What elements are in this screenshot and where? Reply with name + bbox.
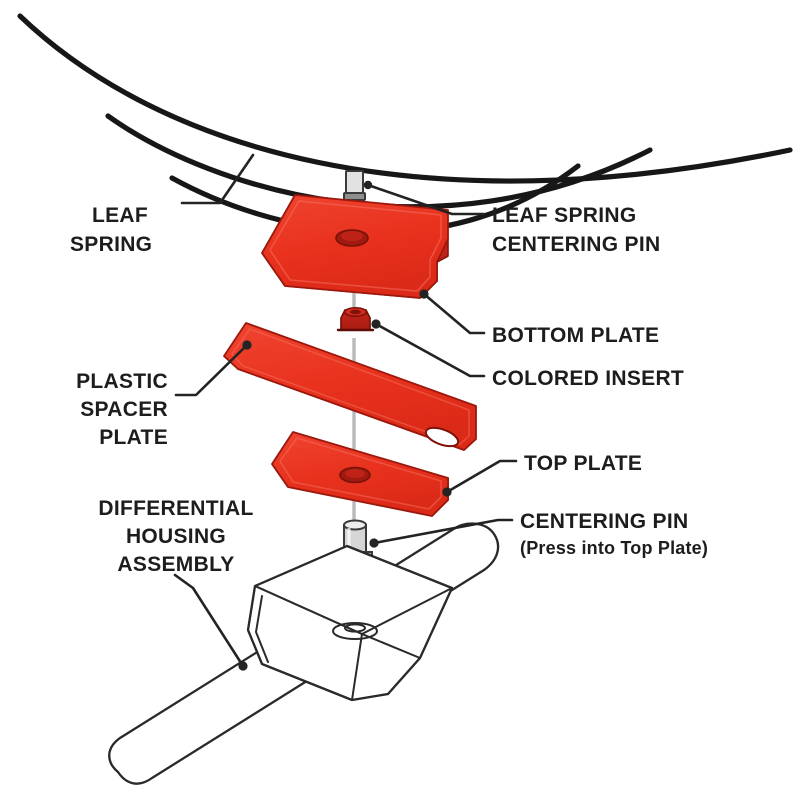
leaf-spring-centering-pin-part bbox=[343, 170, 366, 201]
label-plastic-spacer-plate-line-3: PLATE bbox=[99, 426, 168, 449]
leader-leaf-spring-centering-pin bbox=[366, 183, 486, 216]
label-top-plate: TOP PLATE bbox=[524, 452, 642, 475]
bottom-plate-part bbox=[261, 194, 449, 299]
leader-bottom-plate bbox=[422, 292, 486, 335]
leader-centering-pin bbox=[372, 518, 514, 545]
labels: LEAF SPRING LEAF SPRING CENTERING PIN BO… bbox=[70, 204, 708, 576]
differential-housing-assembly-part bbox=[108, 522, 500, 785]
colored-insert-part bbox=[336, 307, 375, 332]
leader-differential-housing-assembly bbox=[173, 573, 245, 668]
label-centering-pin-note: (Press into Top Plate) bbox=[520, 538, 708, 558]
label-colored-insert: COLORED INSERT bbox=[492, 367, 684, 390]
label-plastic-spacer-plate-line-1: PLASTIC bbox=[76, 370, 168, 393]
label-bottom-plate: BOTTOM PLATE bbox=[492, 324, 659, 347]
top-plate-part bbox=[271, 431, 449, 517]
plastic-spacer-plate-part bbox=[223, 322, 477, 451]
axle-tube-end-left bbox=[108, 737, 121, 773]
label-leaf-spring-line-2: SPRING bbox=[70, 233, 152, 256]
label-leaf-spring-line-1: LEAF bbox=[92, 204, 148, 227]
label-differential-housing-assembly-line-1: DIFFERENTIAL bbox=[98, 497, 253, 520]
leader-lines bbox=[173, 153, 518, 671]
axle-tube-end-right bbox=[451, 522, 500, 571]
label-leaf-spring-centering-pin-line-1: LEAF SPRING bbox=[492, 204, 636, 227]
leaf-spring-arc-1 bbox=[17, 13, 793, 184]
leader-leaf-spring bbox=[180, 153, 255, 205]
leader-top-plate bbox=[445, 459, 518, 494]
label-differential-housing-assembly-line-2: HOUSING bbox=[126, 525, 226, 548]
label-plastic-spacer-plate-line-2: SPACER bbox=[80, 398, 168, 421]
leader-plastic-spacer-plate bbox=[174, 343, 249, 397]
label-centering-pin: CENTERING PIN bbox=[520, 510, 688, 533]
label-differential-housing-assembly-line-3: ASSEMBLY bbox=[117, 553, 234, 576]
leaf-spring-part bbox=[17, 13, 793, 236]
leaf-spring-arc-2 bbox=[105, 113, 653, 210]
label-leaf-spring-centering-pin-line-2: CENTERING PIN bbox=[492, 233, 660, 256]
leader-colored-insert bbox=[374, 322, 486, 378]
